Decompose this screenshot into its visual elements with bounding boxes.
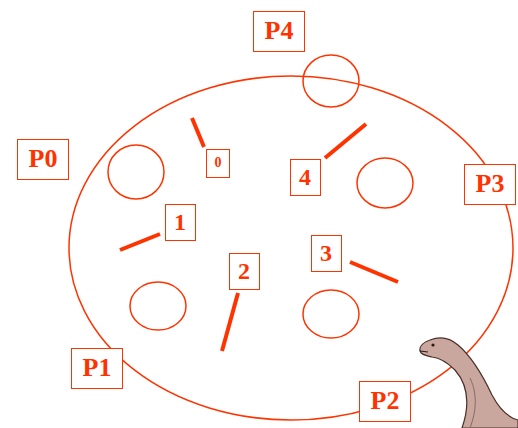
box-label: P4 xyxy=(265,18,294,44)
chopstick xyxy=(120,234,160,250)
chopstick-number: 0 xyxy=(206,149,230,178)
chopstick xyxy=(350,262,398,282)
plate xyxy=(357,158,413,208)
box-label: 4 xyxy=(299,165,311,189)
chopstick-number: 3 xyxy=(311,235,342,272)
box-label: P1 xyxy=(83,355,112,381)
box-label: P2 xyxy=(371,388,400,414)
table-outline xyxy=(69,76,513,420)
plate xyxy=(130,282,186,330)
box-label: 1 xyxy=(174,210,186,234)
philosopher-box: P2 xyxy=(359,381,411,422)
box-label: 2 xyxy=(238,259,250,283)
dinosaur-mascot xyxy=(420,338,518,428)
philosopher-box: P1 xyxy=(71,348,123,389)
chopstick-number: 4 xyxy=(290,159,321,196)
box-label: P0 xyxy=(29,146,58,172)
plate xyxy=(303,55,359,107)
chopstick-number: 1 xyxy=(165,204,196,241)
chopstick xyxy=(325,124,366,158)
plate xyxy=(108,145,164,199)
box-label: P3 xyxy=(476,171,505,197)
plate xyxy=(303,290,359,338)
philosopher-box: P4 xyxy=(253,11,305,52)
box-label: 3 xyxy=(320,241,332,265)
chopstick-number: 2 xyxy=(229,253,260,290)
chopstick xyxy=(222,293,238,351)
philosopher-box: P3 xyxy=(464,164,516,205)
philosopher-box: P0 xyxy=(17,139,69,180)
box-label: 0 xyxy=(215,156,222,170)
chopstick xyxy=(192,118,204,147)
